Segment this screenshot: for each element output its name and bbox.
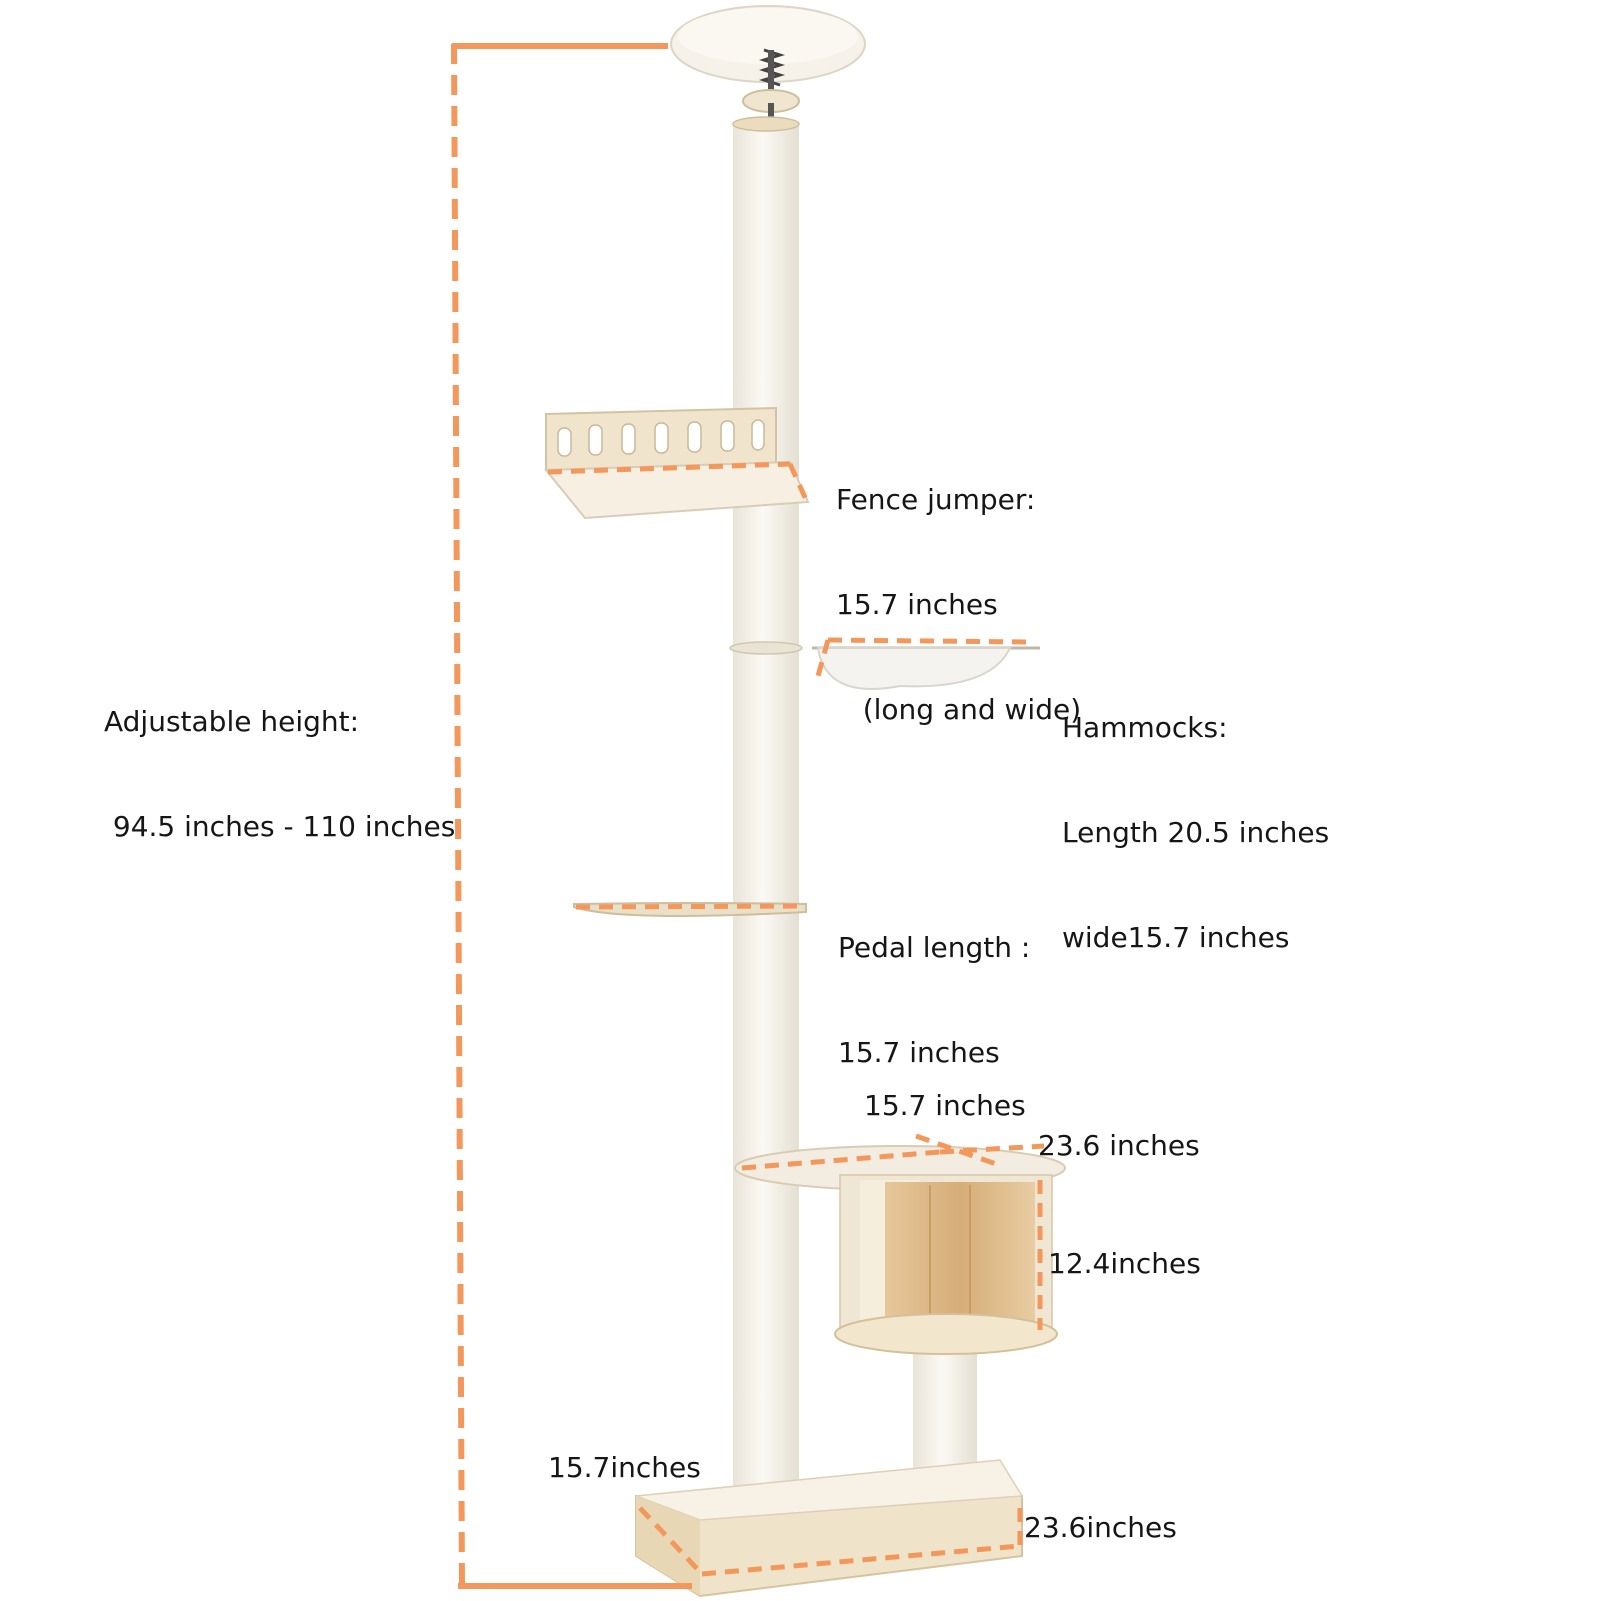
fence-jumper-note: (long and wide) [836, 693, 1082, 726]
adjustable-height-value: 94.5 inches - 110 inches [104, 810, 456, 843]
hammock-icon [729, 641, 1040, 690]
fence-jumper-value: 15.7 inches [836, 588, 998, 621]
base-depth-label: 15.7inches [548, 1451, 701, 1484]
height-dimension-line [451, 43, 692, 1589]
condo-height-label: 12.4inches [1048, 1247, 1201, 1280]
pedal-dimension-line [575, 903, 807, 910]
condo-depth-label: 15.7 inches [864, 1089, 1026, 1122]
adjustable-height-title: Adjustable height: [104, 705, 360, 738]
base-dimension-lines [638, 1506, 1023, 1577]
main-pole [732, 116, 800, 1528]
pedal-label: Pedal length : 15.7 inches [838, 860, 1030, 1105]
fence-dimension-line [547, 461, 811, 506]
adjustable-height-label: Adjustable height: 94.5 inches - 110 inc… [104, 634, 455, 879]
hammock-dimension-line [815, 637, 1031, 677]
hammocks-title: Hammocks: [1062, 711, 1228, 744]
pedal-title: Pedal length : [838, 931, 1031, 964]
pedal-value: 15.7 inches [838, 1036, 1000, 1069]
fence-jumper-icon [543, 406, 810, 520]
fence-jumper-title: Fence jumper: [836, 483, 1036, 516]
spring-icon [742, 48, 800, 121]
condo-icon [734, 1145, 1066, 1355]
hammocks-width: wide15.7 inches [1062, 921, 1290, 954]
condo-dimension-lines [741, 1133, 1045, 1330]
base-width-label: 23.6inches [1024, 1511, 1177, 1544]
fence-jumper-label: Fence jumper: 15.7 inches (long and wide… [836, 412, 1081, 762]
hammocks-label: Hammocks: Length 20.5 inches wide15.7 in… [1062, 640, 1329, 990]
condo-width-label: 23.6 inches [1038, 1129, 1200, 1162]
hammocks-length: Length 20.5 inches [1062, 816, 1330, 849]
ceiling-plate-icon [670, 5, 866, 83]
